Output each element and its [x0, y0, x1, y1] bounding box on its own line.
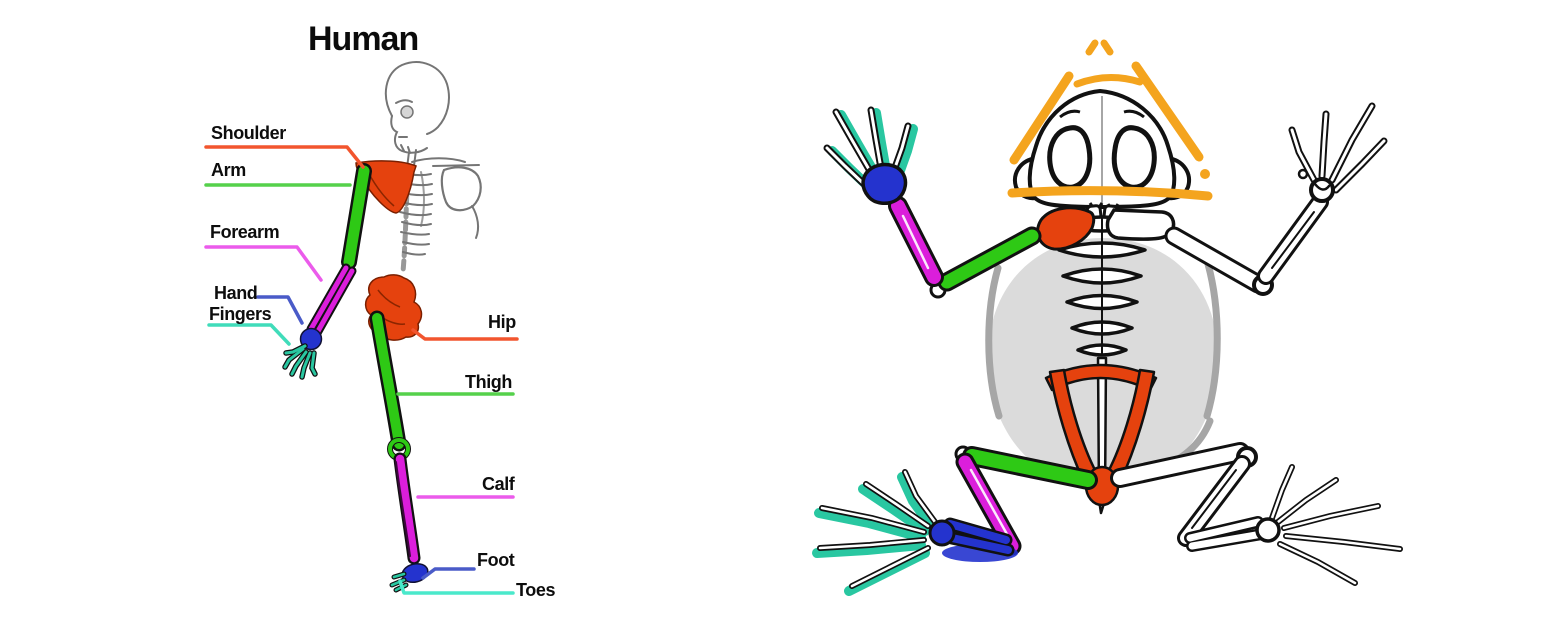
label-arm: Arm — [211, 160, 246, 180]
leader-shoulder — [204, 145, 365, 169]
label-hand: Hand — [214, 283, 258, 303]
frog-humerus-left — [937, 226, 1042, 292]
frog-femur-left — [962, 446, 1098, 490]
frog-skeleton — [812, 39, 1403, 596]
leader-fingers — [207, 323, 291, 346]
frog-tarsals-left — [943, 517, 1015, 557]
frog-fingers-right — [1288, 102, 1388, 194]
leader-hand — [256, 295, 304, 325]
frog-scapula-left — [1036, 206, 1096, 251]
frog-left-leg — [812, 445, 1098, 596]
label-toes: Toes — [516, 580, 556, 600]
human-fingers — [282, 343, 318, 380]
frog-toes-halo — [812, 472, 937, 596]
frog-head-marker — [1009, 39, 1204, 165]
label-calf: Calf — [482, 474, 515, 494]
frog-toes-right — [1269, 464, 1403, 586]
frog-left-arm — [823, 106, 1042, 299]
human-tibia — [393, 452, 421, 565]
frog-right-leg — [1110, 442, 1403, 586]
frog-ankle-right — [1255, 517, 1281, 543]
label-thigh: Thigh — [465, 372, 512, 392]
leader-forearm — [204, 245, 323, 282]
frog-eye-socket-right — [1111, 125, 1157, 190]
label-foot: Foot — [477, 550, 515, 570]
label-hip: Hip — [488, 312, 516, 332]
frog-toes-left — [817, 469, 938, 589]
frog-head-marker-dot — [1200, 169, 1210, 179]
human-forearm — [306, 263, 357, 338]
human-skull — [384, 61, 450, 135]
frog-eye-socket-left — [1047, 125, 1093, 190]
label-forearm: Forearm — [210, 222, 280, 242]
frog-ankle-left — [928, 519, 956, 547]
leader-foot — [421, 567, 476, 580]
human-femur — [369, 310, 411, 461]
label-fingers: Fingers — [209, 304, 272, 324]
frog-scapula-right — [1105, 208, 1176, 241]
frog-head-marker-base — [1007, 186, 1213, 201]
leader-hip — [411, 328, 519, 341]
figure-title: Human — [308, 20, 419, 58]
human-humerus — [341, 163, 372, 270]
leader-toes — [398, 579, 515, 595]
frog-forearm-left — [888, 196, 944, 287]
frog-tibia-left — [955, 452, 1022, 556]
frog-skull — [1013, 89, 1191, 209]
human-sketch — [384, 61, 482, 275]
human-skeleton — [282, 61, 482, 593]
frog-hand-left — [861, 162, 908, 205]
frog-right-arm — [1164, 102, 1388, 296]
label-shoulder: Shoulder — [211, 123, 286, 143]
leader-lines — [204, 145, 519, 595]
